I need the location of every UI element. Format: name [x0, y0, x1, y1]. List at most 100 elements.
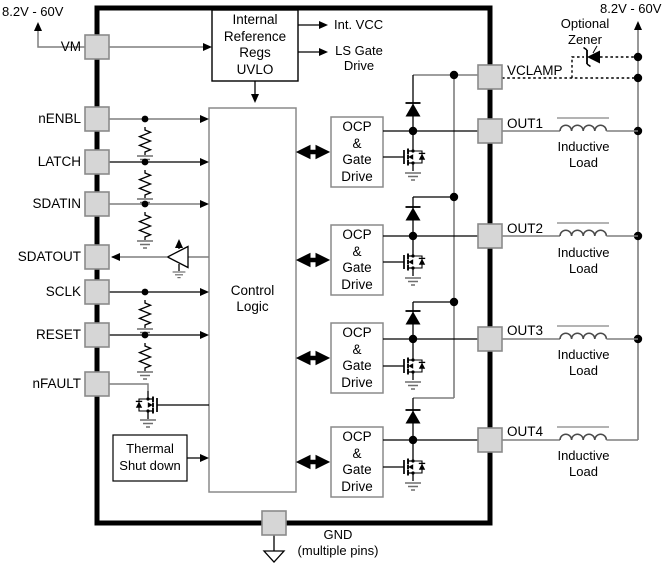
pin-label-reset: RESET — [35, 327, 81, 342]
latch-wire — [109, 158, 209, 207]
ground-icon — [404, 277, 422, 286]
pin-latch — [84, 149, 110, 175]
channel-3-wires — [383, 301, 478, 390]
pin-label-sdatout: SDATOUT — [17, 249, 81, 264]
sdatout-wire — [111, 239, 209, 279]
inductive-load-4-icon — [502, 426, 638, 441]
gnd-label: GND (multiple pins) — [297, 527, 379, 558]
pin-gnd — [261, 510, 287, 536]
pin-label-out4: OUT4 — [507, 424, 544, 439]
int-vcc-arrow — [298, 21, 328, 29]
reset-pulldown-resistor-icon — [138, 342, 152, 372]
pin-label-out1: OUT1 — [507, 116, 544, 131]
ground-icon — [404, 381, 422, 390]
ground-icon — [136, 371, 154, 380]
zener-leader-line — [592, 45, 598, 54]
clamp-diode-4-icon — [404, 409, 422, 425]
vm-to-reference-wire — [109, 43, 212, 51]
pin-vclamp — [477, 64, 503, 90]
pin-reset — [84, 322, 110, 348]
optional-zener-network — [502, 45, 638, 79]
pin-out1 — [477, 118, 503, 144]
control-ocp1-bidir-arrow — [296, 145, 330, 159]
block-ocp-gate-drive-3 — [330, 322, 384, 394]
channel-2-wires — [383, 196, 478, 286]
pin-sclk — [84, 279, 110, 305]
ground-icon — [404, 172, 422, 181]
pin-label-out2: OUT2 — [507, 221, 544, 236]
sdatin-pulldown-resistor-icon — [138, 211, 152, 241]
block-reference-regs-uvlo — [211, 9, 299, 82]
ls-gate-drive-arrow — [298, 48, 328, 56]
inductive-load-2-icon — [502, 222, 638, 237]
pin-label-nenbl: nENBL — [38, 111, 81, 126]
pin-sdatout — [84, 244, 110, 270]
pin-out3 — [477, 326, 503, 352]
right-supply-rail — [633, 21, 643, 440]
clamp-diode-1-icon — [404, 102, 422, 118]
block-ocp-gate-drive-4 — [330, 426, 384, 498]
supply-right-label: 8.2V - 60V — [600, 1, 662, 16]
nenbl-pulldown-resistor-icon — [138, 126, 152, 156]
pin-label-vm: VM — [60, 39, 81, 54]
reference-block-text: Internal Reference Regs UVLO — [223, 12, 287, 77]
int-vcc-label: Int. VCC — [334, 17, 384, 32]
block-ocp-gate-drive-2 — [330, 224, 384, 296]
block-thermal-shutdown — [112, 434, 188, 482]
latch-pulldown-resistor-icon — [138, 169, 152, 199]
pin-nenbl — [84, 106, 110, 132]
inductive-load-1-icon — [502, 117, 638, 132]
reset-wire — [109, 331, 209, 380]
pin-label-sdatin: SDATIN — [32, 196, 81, 211]
ground-icon — [139, 419, 157, 428]
buffer-supply-arrow-icon — [175, 239, 183, 248]
ground-icon — [172, 271, 186, 279]
pin-label-latch: LATCH — [37, 154, 81, 169]
supply-left-label: 8.2V - 60V — [2, 4, 64, 19]
vm-supply-wire — [34, 22, 85, 48]
clamp-diode-2-icon — [404, 206, 422, 222]
block-ocp-gate-drive-1 — [330, 116, 384, 188]
control-ocp3-bidir-arrow — [296, 351, 330, 365]
nfault-open-drain-mosfet-icon — [134, 390, 158, 420]
control-ocp4-bidir-arrow — [296, 455, 330, 469]
pin-label-vclamp: VCLAMP — [507, 63, 563, 78]
sdatin-wire — [109, 200, 209, 249]
sclk-pulldown-resistor-icon — [138, 299, 152, 329]
vclamp-internal-rail — [413, 70, 478, 399]
control-ocp2-bidir-arrow — [296, 253, 330, 267]
control-logic-text: Control Logic — [230, 283, 275, 314]
pin-out2 — [477, 223, 503, 249]
nenbl-wire — [109, 115, 209, 164]
low-side-mosfet-1-icon — [403, 142, 427, 172]
inductive-load-3-icon — [502, 325, 638, 340]
thermal-to-control-arrow — [187, 454, 209, 462]
pin-out4 — [477, 427, 503, 453]
pin-nfault — [84, 371, 110, 397]
ground-icon — [404, 482, 422, 491]
low-side-mosfet-4-icon — [403, 452, 427, 482]
clamp-diode-3-icon — [404, 310, 422, 326]
thermal-shutdown-text: Thermal Shut down — [119, 441, 181, 473]
ls-gate-drive-label: LS Gate Drive — [335, 43, 383, 73]
chassis-ground-icon — [262, 550, 286, 563]
zener-diode-icon — [583, 46, 600, 68]
sdatout-buffer-icon — [166, 245, 189, 269]
pin-vm — [84, 34, 110, 60]
reference-to-control-arrow — [251, 81, 259, 103]
pin-sdatin — [84, 191, 110, 217]
nfault-wire — [109, 383, 209, 428]
ground-icon — [136, 240, 154, 249]
pin-label-nfault: nFAULT — [32, 376, 81, 391]
pin-label-sclk: SCLK — [45, 284, 81, 299]
low-side-mosfet-3-icon — [403, 351, 427, 381]
